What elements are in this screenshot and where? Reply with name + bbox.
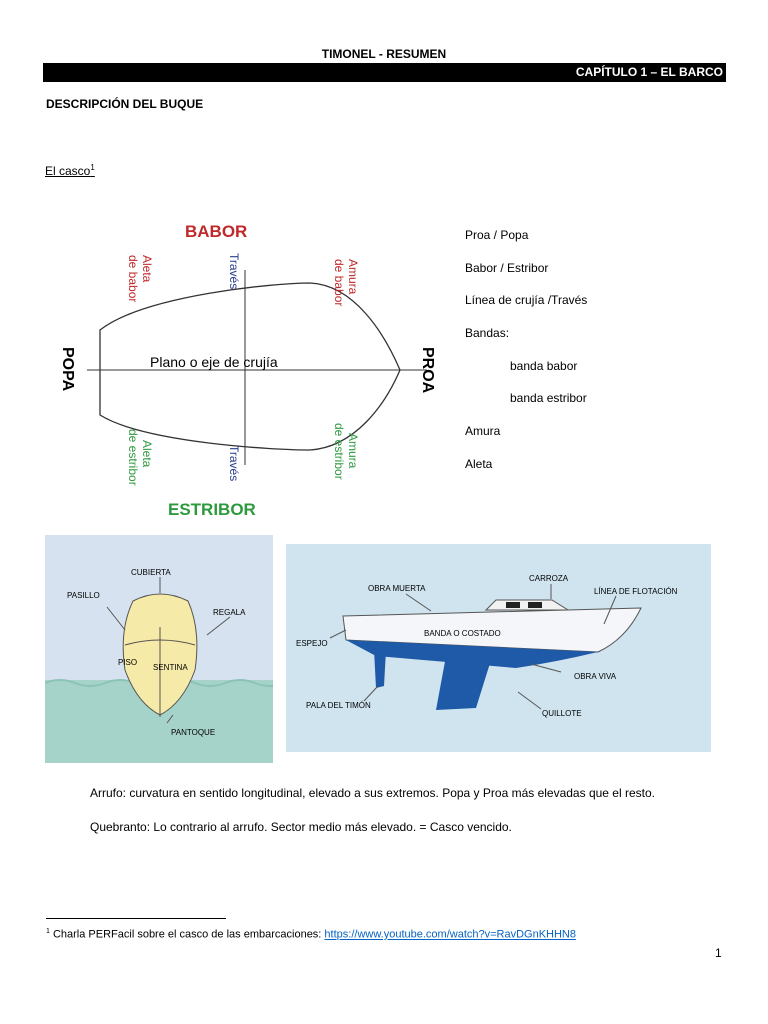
term-item: Amura	[465, 424, 501, 439]
aleta-estribor-1: Aleta	[140, 440, 154, 468]
term-item: banda estribor	[510, 391, 587, 406]
banda-costado-label: BANDA O COSTADO	[424, 629, 501, 638]
amura-babor-2: de babor	[332, 259, 346, 306]
subsection-title: El casco1	[45, 163, 95, 178]
term-item: Proa / Popa	[465, 228, 529, 242]
subsection-title-text: El casco	[45, 164, 91, 178]
pasillo-label: PASILLO	[67, 591, 100, 600]
footnote-ref[interactable]: 1	[90, 163, 95, 172]
hull-section-diagram: CUBIERTA PASILLO REGALA PISO SENTINA PAN…	[45, 535, 273, 763]
footnote-link[interactable]: https://www.youtube.com/watch?v=RavDGnKH…	[324, 928, 576, 941]
pantoque-label: PANTOQUE	[171, 728, 215, 737]
hull-plan-diagram: BABOR ESTRIBOR POPA PROA Plano o eje de …	[59, 222, 436, 519]
sentina-label: SENTINA	[153, 663, 188, 672]
aleta-babor-1: Aleta	[140, 255, 154, 283]
footnote-text: Charla PERFacil sobre el casco de las em…	[49, 928, 325, 941]
hull-side-diagram: OBRA MUERTA CARROZA LÍNEA DE FLOTACIÓN E…	[286, 544, 711, 752]
section-title: DESCRIPCIÓN DEL BUQUE	[46, 97, 204, 111]
term-item: Aleta	[465, 456, 493, 471]
cubierta-label: CUBIERTA	[131, 568, 171, 577]
obra-muerta-label: OBRA MUERTA	[368, 584, 426, 593]
term-item: Línea de crujía /Través	[465, 293, 588, 308]
espejo-label: ESPEJO	[296, 639, 328, 648]
chapter-bar: CAPÍTULO 1 – EL BARCO	[43, 63, 726, 82]
document-header-title: TIMONEL - RESUMEN	[321, 47, 447, 61]
aleta-babor-2: de babor	[126, 255, 140, 302]
piso-label: PISO	[118, 658, 137, 667]
popa-label: POPA	[59, 347, 76, 392]
traves-top-label: Través	[227, 253, 241, 289]
term-item: Babor / Estribor	[465, 260, 549, 275]
footnote-separator	[46, 918, 226, 919]
terms-list: Proa / Popa Babor / Estribor Línea de cr…	[465, 228, 587, 490]
pala-timon-label: PALA DEL TIMÓN	[306, 701, 371, 710]
regala-label: REGALA	[213, 608, 246, 617]
term-item: Bandas:	[465, 326, 510, 341]
amura-babor-1: Amura	[346, 259, 360, 295]
quillote-label: QUILLOTE	[542, 709, 582, 718]
aleta-estribor-2: de estribor	[126, 429, 140, 486]
footnote-number: 1	[46, 928, 50, 935]
obra-viva-label: OBRA VIVA	[574, 672, 617, 681]
babor-label: BABOR	[185, 222, 247, 241]
amura-estribor-1: Amura	[346, 433, 360, 469]
arrufo-paragraph: Arrufo: curvatura en sentido longitudina…	[90, 786, 655, 800]
quebranto-paragraph: Quebranto: Lo contrario al arrufo. Secto…	[90, 820, 512, 834]
term-item: banda babor	[510, 358, 578, 373]
proa-label: PROA	[419, 347, 436, 394]
footnote: 1 Charla PERFacil sobre el casco de las …	[46, 928, 576, 941]
linea-flotacion-label: LÍNEA DE FLOTACIÓN	[594, 587, 678, 596]
crujia-label: Plano o eje de crujía	[150, 354, 278, 370]
amura-estribor-2: de estribor	[332, 423, 346, 480]
estribor-label: ESTRIBOR	[168, 500, 256, 519]
carroza-label: CARROZA	[529, 574, 569, 583]
traves-bottom-label: Través	[227, 445, 241, 481]
page-number: 1	[715, 946, 722, 960]
